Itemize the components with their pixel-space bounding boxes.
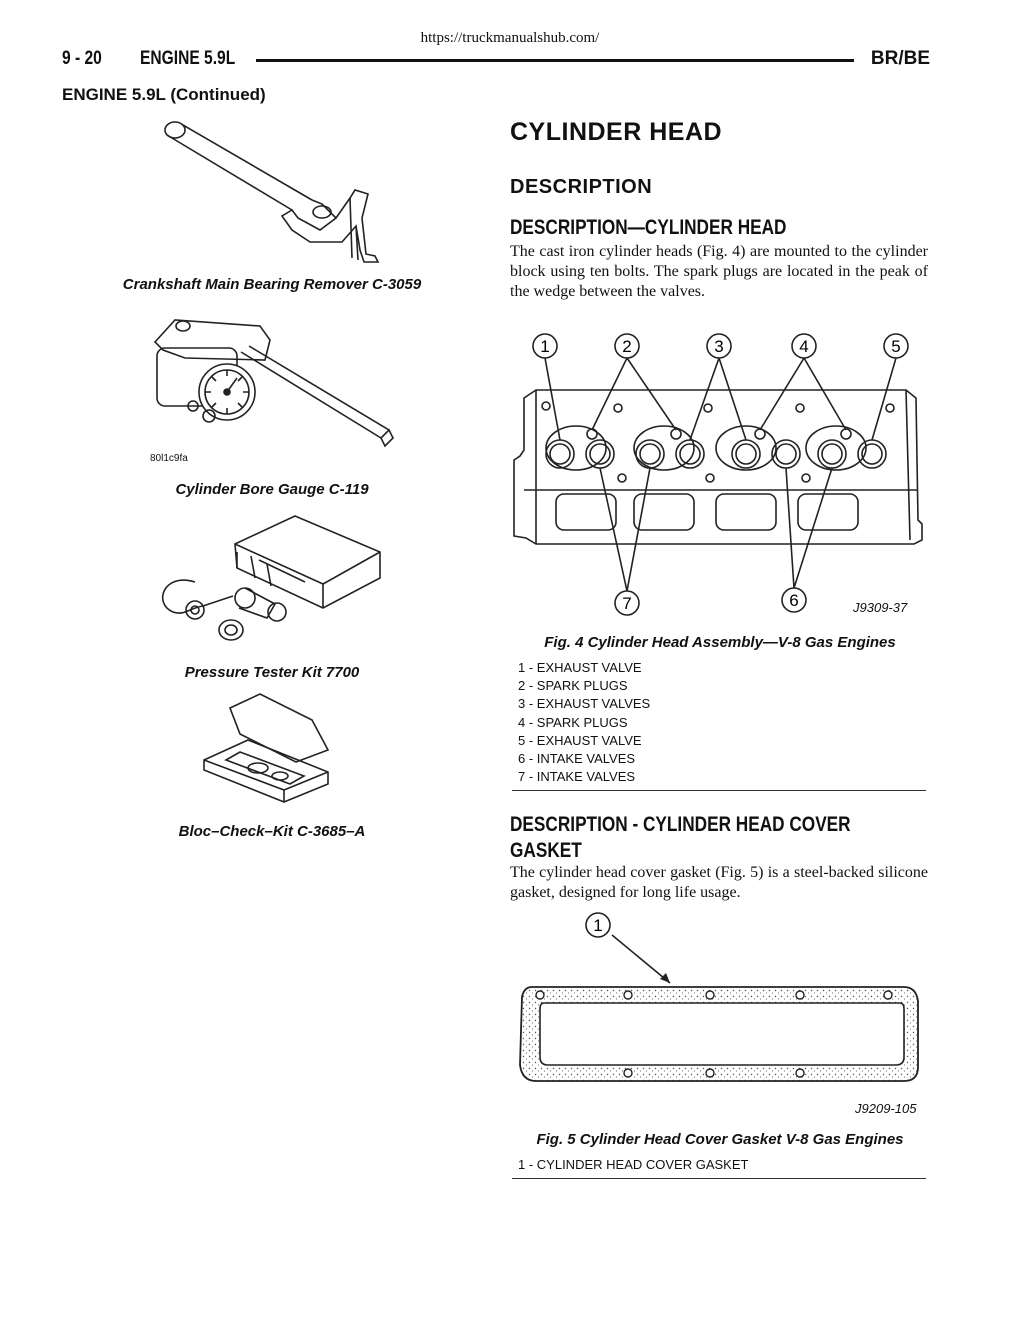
page-number: 9 - 20 — [62, 48, 102, 69]
fig5-legend-rule — [512, 1178, 926, 1180]
callout-1: 1 — [532, 333, 558, 359]
callout-7-label: 7 — [622, 594, 631, 613]
heading-cover-gasket-line1: DESCRIPTION - CYLINDER HEAD COVER — [510, 813, 851, 836]
fig5-callout-1: 1 — [585, 912, 611, 938]
crankshaft-bearing-remover-illustration — [164, 121, 380, 263]
callout-3: 3 — [706, 333, 732, 359]
fig4-legend: 1 - EXHAUST VALVE 2 - SPARK PLUGS 3 - EX… — [512, 659, 926, 792]
fig5-callout-label: 1 — [593, 916, 602, 935]
continued-title: ENGINE 5.9L (Continued) — [62, 85, 266, 104]
fig5-caption: Fig. 5 Cylinder Head Cover Gasket V-8 Ga… — [536, 1131, 904, 1148]
heading-cover-gasket-line2: GASKET — [510, 839, 582, 862]
callout-4: 4 — [791, 333, 817, 359]
header-rule — [256, 59, 854, 62]
page-header: 9 - 20 ENGINE 5.9L BR/BE — [62, 48, 930, 72]
section-subtitle-description: DESCRIPTION — [510, 176, 653, 198]
tool-caption-3: Pressure Tester Kit 7700 — [184, 664, 360, 681]
description-cylinder-head: DESCRIPTION—CYLINDER HEAD The cast iron … — [510, 216, 930, 302]
fig5-id: J9209-105 — [855, 1101, 917, 1116]
fig4-id: J9309-37 — [853, 600, 908, 615]
callout-2-label: 2 — [622, 337, 631, 356]
cylinder-head-assembly-diagram: 1 2 3 4 5 7 6 — [513, 333, 923, 616]
body-cover-gasket: The cylinder head cover gasket (Fig. 5) … — [510, 864, 928, 901]
callout-1-label: 1 — [540, 337, 549, 356]
fig4-legend-item: 1 - EXHAUST VALVE — [518, 660, 642, 675]
fig4-legend-rule — [512, 790, 926, 792]
callout-5-label: 5 — [891, 337, 900, 356]
callout-6-label: 6 — [789, 591, 798, 610]
section-title: ENGINE 5.9L — [140, 48, 236, 69]
description-cover-gasket: DESCRIPTION - CYLINDER HEAD COVER GASKET… — [510, 813, 930, 903]
section-title-cylinder-head: CYLINDER HEAD — [510, 118, 723, 146]
tool-fig-id-2: 80l1c9fa — [150, 453, 188, 464]
pressure-tester-kit-illustration — [162, 515, 381, 641]
fig4-caption: Fig. 4 Cylinder Head Assembly—V-8 Gas En… — [544, 634, 896, 651]
fig4-legend-item: 7 - INTAKE VALVES — [518, 769, 636, 785]
fig4-legend-item: 5 - EXHAUST VALVE — [518, 732, 642, 748]
callout-5: 5 — [883, 333, 909, 359]
body-cylinder-head: The cast iron cylinder heads (Fig. 4) ar… — [510, 243, 928, 300]
tool-caption-1: Crankshaft Main Bearing Remover C-3059 — [122, 276, 422, 293]
callout-3-label: 3 — [714, 337, 723, 356]
heading-cylinder-head: DESCRIPTION—CYLINDER HEAD — [510, 216, 787, 239]
callout-2: 2 — [614, 333, 640, 359]
tool-caption-4: Bloc–Check–Kit C-3685–A — [178, 823, 366, 840]
fig4-legend-item: 4 - SPARK PLUGS — [518, 714, 628, 730]
model-code: BR/BE — [870, 48, 930, 69]
callout-6: 6 — [781, 587, 807, 613]
fig4-legend-item: 2 - SPARK PLUGS — [518, 678, 628, 694]
cover-gasket-diagram: 1 — [519, 912, 919, 1082]
fig5-legend: 1 - CYLINDER HEAD COVER GASKET — [512, 1156, 926, 1180]
cylinder-bore-gauge-illustration — [153, 319, 394, 448]
tool-caption-2: Cylinder Bore Gauge C-119 — [175, 481, 369, 498]
bloc-check-kit-illustration — [203, 693, 330, 803]
fig4-legend-item: 6 - INTAKE VALVES — [518, 751, 636, 767]
callout-4-label: 4 — [799, 337, 808, 356]
callout-7: 7 — [614, 590, 640, 616]
site-url[interactable]: https://truckmanualshub.com/ — [420, 30, 600, 46]
fig4-legend-item: 3 - EXHAUST VALVES — [518, 696, 651, 712]
fig5-legend-item: 1 - CYLINDER HEAD COVER GASKET — [518, 1157, 749, 1172]
